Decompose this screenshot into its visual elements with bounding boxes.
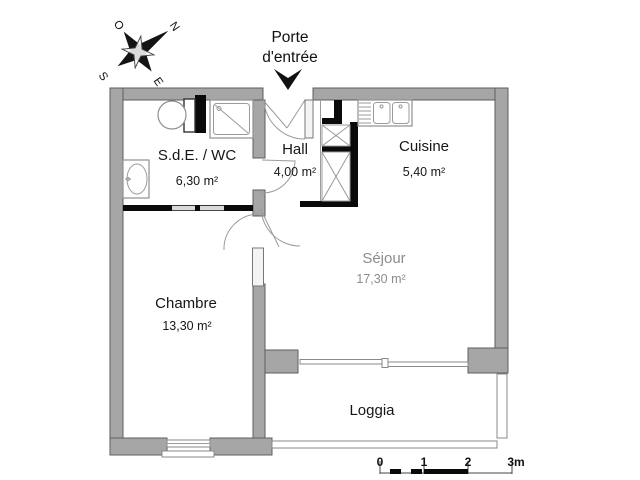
bay-window: [299, 358, 469, 368]
wall-tick: [195, 205, 200, 211]
entrance-label-line2: d'entrée: [262, 49, 318, 66]
closet-column: [320, 100, 358, 207]
closet-shelf: [322, 146, 351, 152]
wall-bottom-left: [109, 437, 168, 456]
wall-top-right: [312, 87, 509, 101]
wall-right: [494, 87, 509, 373]
sink-fixture: [122, 159, 150, 199]
area-chambre: 13,30 m²: [162, 319, 211, 333]
closet-box-lower: [321, 151, 351, 202]
compass-east-label: E: [151, 75, 165, 88]
bathroom-fixtures: [122, 98, 254, 199]
sejour-door: [260, 206, 301, 248]
windows: [161, 358, 508, 458]
area-sejour: 17,30 m²: [356, 272, 405, 286]
wall-top-left: [109, 87, 264, 101]
scale-solid-segment: [424, 469, 468, 474]
kitchen-sink-fixture: [357, 99, 413, 127]
scale-bar: 0 1 2 3m: [377, 455, 525, 474]
wall-loggia-right-block: [467, 347, 509, 374]
entrance-door: [262, 99, 314, 140]
wall-left: [109, 87, 124, 456]
label-cuisine: Cuisine: [399, 138, 449, 155]
chambre-door: [223, 213, 264, 287]
partition-walls: [123, 95, 358, 211]
closet-box-upper: [321, 124, 351, 147]
wall-wc-shower-stub: [195, 95, 206, 133]
wall-chambre-sejour: [252, 283, 266, 441]
scale-label-2: 2: [465, 455, 472, 469]
wall-light-segment-2: [200, 205, 224, 211]
compass-south-label: S: [96, 70, 110, 83]
closet-wall-a: [334, 100, 342, 122]
entrance-arrow-icon: [274, 69, 302, 90]
area-hall: 4,00 m²: [274, 165, 316, 179]
area-cuisine: 5,40 m²: [403, 165, 445, 179]
entrance-annotation: Porte d'entrée: [262, 29, 318, 90]
wall-loggia-left-stub: [264, 349, 299, 374]
loggia-side-panel: [496, 373, 508, 439]
doors: [223, 99, 314, 287]
scale-dash-2: [411, 469, 422, 474]
label-loggia: Loggia: [349, 402, 395, 419]
wall-sde-hall-stub: [252, 189, 266, 217]
wall-sde-hall-upper: [252, 99, 266, 159]
loggia-railing: [271, 440, 498, 449]
scale-label-3m: 3m: [507, 455, 524, 469]
scale-dash-1: [390, 469, 401, 474]
chambre-window: [161, 439, 215, 458]
sde-door: [261, 159, 296, 194]
label-hall: Hall: [282, 141, 308, 158]
wall-bottom-right: [209, 437, 273, 456]
closet-wall-right: [350, 122, 358, 207]
compass-west-label: O: [111, 18, 126, 32]
area-sde: 6,30 m²: [176, 174, 218, 188]
scale-label-1: 1: [421, 455, 428, 469]
scale-label-0: 0: [377, 455, 384, 469]
closet-wall-b: [322, 118, 342, 124]
label-sde: S.d.E. / WC: [158, 147, 237, 164]
compass-north-label: N: [167, 20, 182, 34]
label-chambre: Chambre: [155, 295, 217, 312]
toilet-fixture: [157, 98, 196, 133]
shower-fixture: [209, 99, 254, 139]
wall-light-segment-1: [172, 205, 195, 211]
label-sejour: Séjour: [362, 250, 405, 267]
entrance-label-line1: Porte: [271, 29, 308, 46]
kitchen-fixtures: [357, 99, 413, 127]
wall-hall-sejour: [300, 201, 358, 207]
exterior-walls: [109, 87, 509, 456]
room-labels: S.d.E. / WC 6,30 m² Hall 4,00 m² Cuisine…: [155, 138, 449, 419]
